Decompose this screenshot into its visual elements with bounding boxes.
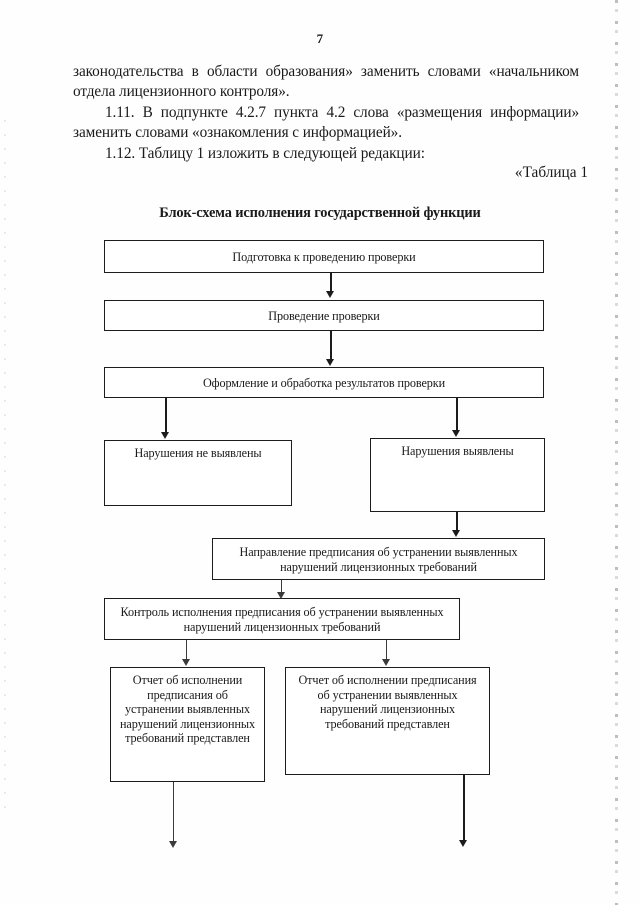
flowchart-title: Блок-схема исполнения государственной фу… xyxy=(159,205,481,221)
flow-node-violations-found: Нарушения выявлены xyxy=(370,438,545,512)
connector-preparation-to-inspection xyxy=(330,273,332,293)
flow-node-inspection: Проведение проверки xyxy=(104,300,544,331)
flow-node-order-issued: Направление предписания об устранении вы… xyxy=(212,538,545,580)
flow-node-report-submitted-right: Отчет об исполнении предписания об устра… xyxy=(285,667,490,775)
connector-report-right-continues xyxy=(463,775,465,843)
arrowhead-report-left-continues xyxy=(169,841,177,848)
scan-artifact-right-margin xyxy=(615,0,618,905)
arrowhead-processing-to-no-violations xyxy=(161,432,169,439)
arrowhead-preparation-to-inspection xyxy=(326,291,334,298)
arrowhead-order-to-control xyxy=(277,592,285,599)
arrowhead-control-to-report-left xyxy=(182,659,190,666)
paragraph-item-1-11: 1.11. В подпункте 4.2.7 пункта 4.2 слова… xyxy=(73,103,579,142)
flow-node-report-submitted-left-label: Отчет об исполнении предписания об устра… xyxy=(120,673,255,746)
scan-artifact-left-margin xyxy=(4,120,6,820)
connector-processing-to-violations-found xyxy=(456,398,458,432)
arrowhead-processing-to-violations-found xyxy=(452,430,460,437)
connector-processing-to-no-violations xyxy=(165,398,167,434)
flow-node-report-submitted-right-label: Отчет об исполнении предписания об устра… xyxy=(298,673,477,731)
arrowhead-inspection-to-processing xyxy=(326,359,334,366)
arrowhead-control-to-report-right xyxy=(382,659,390,666)
flow-node-processing: Оформление и обработка результатов прове… xyxy=(104,367,544,398)
paragraph-continuation: законодательства в области образования» … xyxy=(73,63,579,101)
flow-node-inspection-label: Проведение проверки xyxy=(268,308,380,323)
flow-node-order-control-label: Контроль исполнения предписания об устра… xyxy=(120,604,444,634)
flow-node-violations-found-label: Нарушения выявлены xyxy=(401,444,514,458)
flow-node-order-issued-label: Направление предписания об устранении вы… xyxy=(239,544,518,574)
connector-report-left-continues xyxy=(173,782,175,844)
connector-control-to-report-right xyxy=(386,640,388,662)
connector-violations-to-order xyxy=(456,512,458,532)
connector-control-to-report-left xyxy=(186,640,188,662)
table-caption: «Таблица 1 xyxy=(514,164,588,181)
page-number: 7 xyxy=(316,31,324,46)
paragraph-item-1-12: 1.12. Таблицу 1 изложить в следующей ред… xyxy=(105,144,425,162)
flow-node-order-control: Контроль исполнения предписания об устра… xyxy=(104,598,460,640)
body-text: законодательства в области образования» … xyxy=(73,62,579,164)
arrowhead-violations-to-order xyxy=(452,530,460,537)
flow-node-preparation-label: Подготовка к проведению проверки xyxy=(232,249,416,264)
flow-node-no-violations-label: Нарушения не выявлены xyxy=(134,446,262,460)
connector-order-to-control xyxy=(281,580,283,595)
flow-node-no-violations: Нарушения не выявлены xyxy=(104,440,292,506)
flow-node-preparation: Подготовка к проведению проверки xyxy=(104,240,544,273)
connector-inspection-to-processing xyxy=(330,331,332,361)
flow-node-report-submitted-left: Отчет об исполнении предписания об устра… xyxy=(110,667,265,782)
flow-node-processing-label: Оформление и обработка результатов прове… xyxy=(202,375,446,390)
arrowhead-report-right-continues xyxy=(459,840,467,847)
